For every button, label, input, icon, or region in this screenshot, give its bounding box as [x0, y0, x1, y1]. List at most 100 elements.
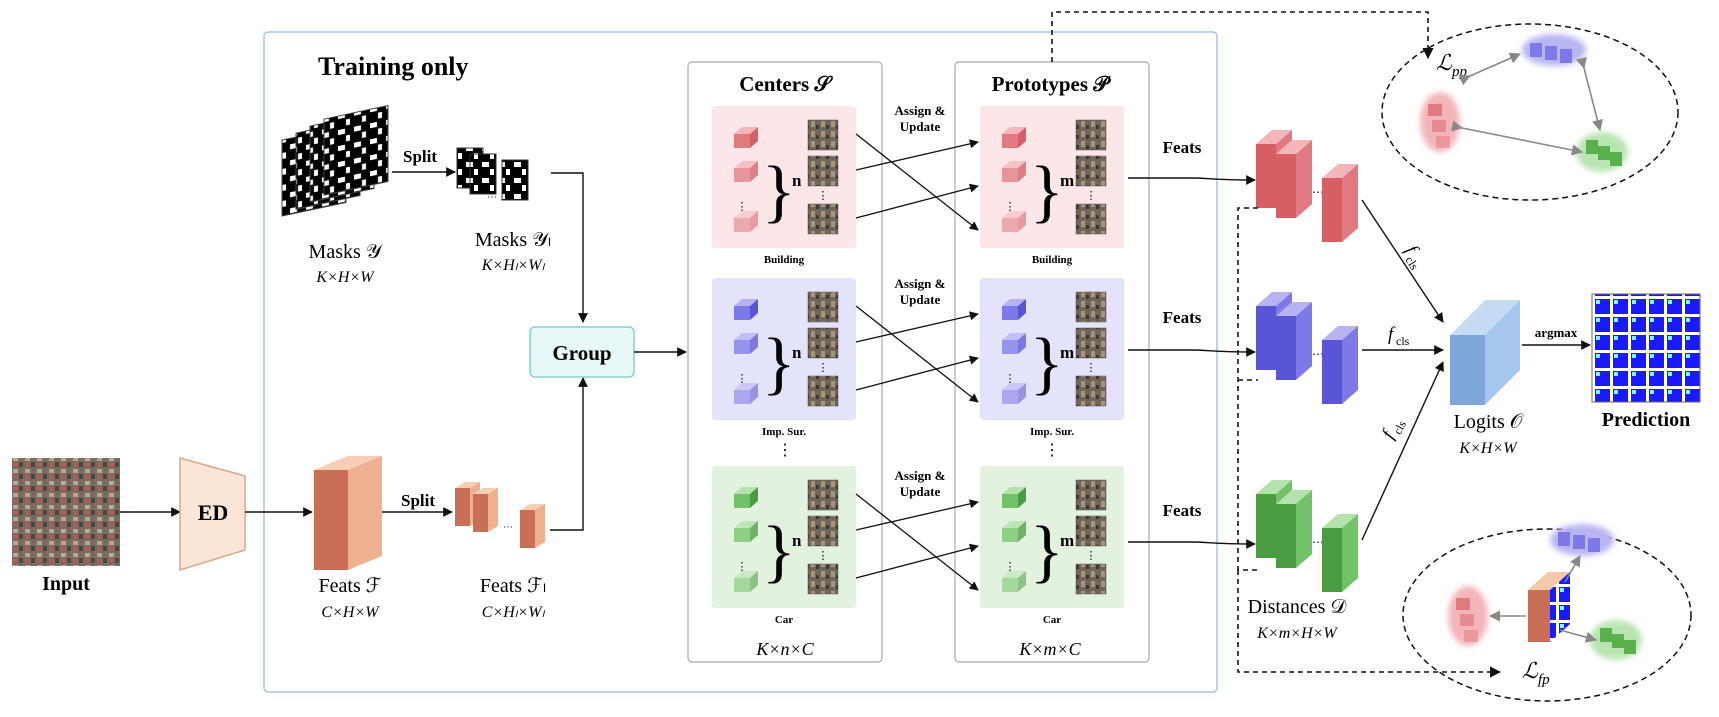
center-cube-3	[734, 571, 758, 592]
center-count: n	[792, 171, 802, 190]
pp-green-cluster	[1576, 132, 1628, 172]
feats-dims: C×H×W	[321, 604, 380, 621]
prediction-label: Prediction	[1602, 409, 1691, 431]
feats-split-blocks: ⋯	[455, 482, 545, 548]
center-cube-1	[734, 487, 758, 508]
assign-arrow	[855, 499, 979, 531]
prototype-cube-1	[1002, 127, 1026, 148]
curly-brace: }	[762, 325, 796, 402]
curly-brace: }	[1030, 513, 1064, 590]
svg-text:pp: pp	[1451, 64, 1468, 80]
svg-text:cls: cls	[1402, 254, 1421, 273]
dots: ⋮	[1005, 561, 1016, 573]
svg-text:cls: cls	[1390, 418, 1409, 437]
center-cube-3	[734, 383, 758, 404]
training-region	[263, 31, 1218, 693]
distance-block-1: ⋯	[1256, 130, 1358, 242]
svg-text:⋯: ⋯	[487, 192, 497, 203]
input-image	[12, 458, 120, 566]
masks-split-label: Masks 𝒴ₗ	[475, 229, 551, 251]
center-thumbnail	[807, 203, 839, 235]
assign-update-1: Assign & Update	[895, 103, 946, 134]
svg-text:⋯: ⋯	[503, 522, 513, 533]
curly-brace: }	[762, 513, 796, 590]
prototypes-ellipsis: ⋮	[1044, 442, 1060, 459]
svg-text:f: f	[1388, 324, 1396, 345]
distance-blocks: ⋯⋯⋯	[1256, 130, 1358, 592]
masks-stack	[281, 104, 389, 217]
centers-title: Centers 𝒮	[739, 72, 833, 96]
dots: ⋮	[818, 550, 829, 562]
center-thumbnail	[807, 375, 839, 407]
centers-dims: K×n×C	[755, 639, 814, 659]
center-group-3: ⋮}n⋮Car	[712, 466, 856, 626]
assign-arrow	[855, 183, 979, 219]
dots: ⋯	[1312, 185, 1324, 199]
argmax-label: argmax	[1535, 325, 1578, 340]
dashed-link-pp	[1051, 11, 1434, 62]
curly-brace: }	[1030, 153, 1064, 230]
svg-text:ℒ: ℒ	[1436, 50, 1453, 75]
dots: ⋮	[1005, 201, 1016, 213]
prototype-cube-3	[1002, 211, 1026, 232]
center-class-label: Building	[764, 254, 805, 266]
dots: ⋯	[1312, 347, 1324, 361]
distance-slice-3	[1322, 326, 1358, 404]
loss-fp-label: ℒ fp	[1522, 658, 1550, 688]
logits-block	[1450, 300, 1520, 405]
svg-text:cls: cls	[1396, 334, 1410, 348]
distances-label: Distances 𝒟	[1248, 596, 1347, 618]
feats-arrow-3: Feats	[1128, 501, 1256, 549]
prototypes-title: Prototypes 𝒫	[992, 72, 1112, 96]
dots: ⋮	[818, 190, 829, 202]
center-cube-1	[734, 127, 758, 148]
dots: ⋮	[1086, 190, 1097, 202]
prototype-count: m	[1060, 531, 1074, 550]
center-cube-2	[734, 333, 758, 354]
assign-arrow	[855, 133, 979, 231]
center-thumbnail	[807, 479, 839, 511]
center-cube-3	[734, 211, 758, 232]
ed-label: ED	[198, 500, 229, 525]
prototype-class-label: Imp. Sur.	[1030, 426, 1074, 438]
svg-text:Feats: Feats	[1163, 501, 1202, 520]
prototype-thumbnail	[1075, 291, 1107, 323]
assign-arrow	[855, 355, 979, 391]
fp-red-cluster	[1448, 586, 1488, 646]
pp-blue-cluster	[1522, 34, 1586, 66]
fp-green-cluster	[1590, 620, 1642, 660]
assign-arrow	[855, 543, 979, 579]
masks-split-stack: ⋯	[456, 147, 529, 203]
assign-update-3: Assign & Update	[895, 468, 946, 499]
masks-split-dims: K×Hₗ×Wₗ	[481, 257, 546, 274]
svg-text:Feats: Feats	[1163, 138, 1202, 157]
centers-panel	[687, 61, 883, 663]
loss-pp-region	[1381, 23, 1679, 201]
prototype-thumbnail	[1075, 327, 1107, 359]
svg-text:Assign &: Assign &	[895, 103, 946, 118]
fp-blue-cluster	[1550, 524, 1614, 556]
assign-arrow	[855, 311, 979, 343]
prototype-cube-1	[1002, 299, 1026, 320]
assign-arrow	[855, 139, 979, 171]
prototype-thumbnail	[1075, 375, 1107, 407]
center-thumbnail	[807, 327, 839, 359]
prototype-cube-3	[1002, 383, 1026, 404]
svg-text:Feats: Feats	[1163, 308, 1202, 327]
curly-brace: }	[1030, 325, 1064, 402]
dashed-feats-bracket	[1237, 207, 1258, 571]
fcls-label-1: f cls	[1401, 242, 1423, 273]
center-group-2: ⋮}n⋮Imp. Sur.	[712, 278, 856, 438]
svg-text:Assign &: Assign &	[895, 276, 946, 291]
center-cube-1	[734, 299, 758, 320]
fcls-label-3: f cls	[1378, 418, 1409, 442]
distance-slice-3	[1322, 514, 1358, 592]
distance-block-2: ⋯	[1256, 292, 1358, 404]
center-count: n	[792, 343, 802, 362]
svg-text:Update: Update	[900, 484, 941, 499]
svg-text:ℒ: ℒ	[1522, 658, 1539, 683]
training-only-title: Training only	[318, 52, 469, 81]
input-label: Input	[42, 573, 90, 595]
feats-split-dims: C×Hₗ×Wₗ	[482, 604, 546, 621]
